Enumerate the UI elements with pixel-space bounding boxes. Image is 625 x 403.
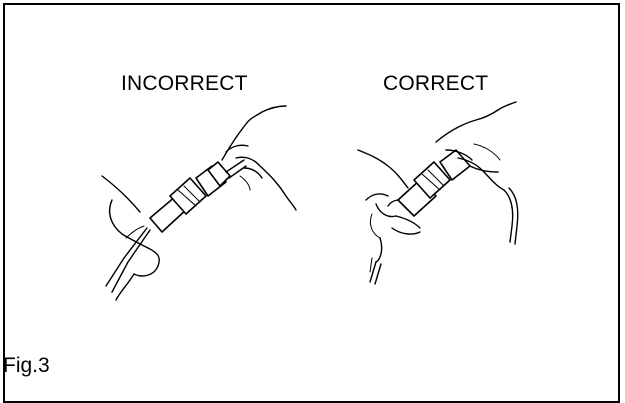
correct-label: CORRECT [383, 72, 489, 95]
incorrect-label: INCORRECT [121, 72, 248, 95]
correct-illustration [357, 101, 519, 285]
incorrect-illustration [101, 105, 297, 301]
figure-caption: Fig.3 [3, 354, 50, 377]
connector-illustrations [101, 101, 519, 301]
